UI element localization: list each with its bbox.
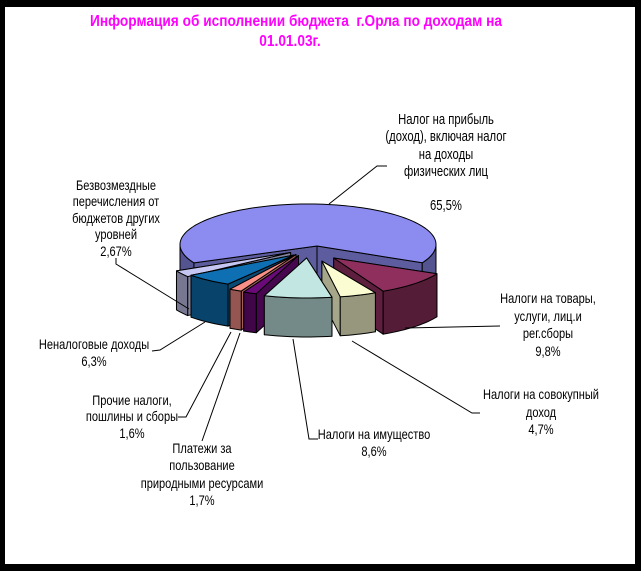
chart-title-line-2: 01.01.03г.	[259, 32, 321, 50]
slice-label-2: Налоги на товары, услуги, лиц.и рег.сбор…	[500, 290, 596, 359]
leader-line-7	[151, 321, 206, 352]
pie-slice-4-top	[263, 257, 333, 299]
slice-label-5: Платежи за пользование природными ресурс…	[140, 440, 264, 508]
pie-slice-6-rim	[229, 288, 242, 331]
leader-line-3	[351, 340, 480, 414]
leader-line-6	[178, 331, 232, 418]
pie-slice-3-top	[321, 260, 376, 298]
leader-line-1	[328, 165, 387, 205]
chart-title-line-1: Информация об исполнении бюджета г.Орла …	[90, 13, 502, 31]
leader-line-2	[404, 325, 501, 329]
slice-label-3: Налоги на совокупный доход 4,7%	[483, 386, 599, 438]
slice-label-8: Безвозмездные перечисления от бюджетов д…	[72, 176, 160, 259]
slice-label-4: Налоги на имущество 8,6%	[317, 425, 430, 459]
pie-slice-7-top	[190, 254, 295, 285]
leader-line-4	[292, 338, 318, 440]
pie-slice-5-rim	[243, 291, 257, 334]
pie-slice-8-rim	[175, 270, 189, 317]
pie-slice-1-top	[179, 203, 437, 264]
slice-label-1: Налог на прибыль (доход), включая налог …	[385, 111, 507, 215]
slice-label-7: Неналоговые доходы 6,3%	[38, 336, 150, 369]
leader-line-5	[201, 332, 241, 442]
pie-slice-4-rim	[263, 295, 333, 338]
pie-slice-6-top	[229, 254, 297, 292]
pie-slice-2-top	[333, 257, 438, 292]
pie-slice-8-top	[175, 252, 292, 278]
pie-slice-3-rim	[339, 292, 376, 337]
slice-label-6: Прочие налоги, пошлины и сборы 1,6%	[85, 391, 179, 441]
pie-slice-5-top	[243, 255, 299, 295]
leader-line-8	[115, 258, 190, 310]
